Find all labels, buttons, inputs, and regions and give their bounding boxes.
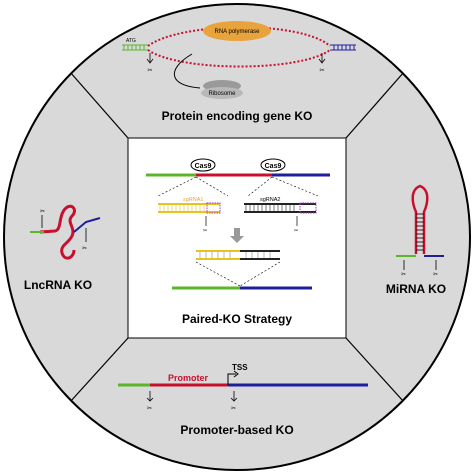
promoter-section: Promoter TSS ✂ ✂ Promoter-based KO	[118, 363, 368, 437]
lncrna-ko-title: LncRNA KO	[24, 278, 92, 292]
lncrna-structure	[39, 204, 76, 260]
lncrna-blue-segment	[73, 217, 101, 233]
cas9-left-label: Cas9	[195, 163, 212, 170]
zoom-lines-top	[157, 176, 319, 197]
cut-site-right: ✂	[318, 53, 326, 74]
cas9-left-icon	[190, 158, 216, 172]
svg-text:✂: ✂	[40, 209, 45, 215]
mirna-cut-left: ✂	[401, 260, 406, 278]
svg-text:✂: ✂	[147, 68, 152, 74]
dna-blue-right	[330, 44, 356, 51]
mirna-cut-right: ✂	[433, 260, 438, 278]
promoter-label: Promoter	[168, 373, 209, 383]
section-dividers	[69, 71, 405, 403]
tss-arrow	[227, 373, 236, 385]
dna-red-bottom-strand	[147, 49, 331, 68]
mirna-stem-pairs	[416, 213, 424, 251]
down-arrow-icon	[230, 228, 244, 243]
svg-text:✂: ✂	[231, 406, 236, 412]
sgrna1-label: sgRNA1	[183, 197, 203, 203]
tss-label: TSS	[232, 363, 248, 372]
cas9-right-icon	[260, 158, 286, 172]
lncrna-cut-left: ✂	[40, 209, 45, 228]
lncrna-section: ✂ ✂ LncRNA KO	[24, 204, 101, 292]
svg-text:✂: ✂	[82, 246, 87, 252]
mirna-ko-title: MiRNA KO	[386, 282, 446, 296]
joined-duplex	[196, 250, 280, 260]
dna-red-top-strand	[147, 26, 331, 47]
svg-text:✂: ✂	[203, 228, 207, 234]
zoom-lines-bottom	[195, 261, 281, 287]
ribosome-label: Ribosome	[208, 91, 236, 97]
atg-label: ATG	[126, 38, 136, 44]
cas9-right-label: Cas9	[265, 163, 282, 170]
rna-polymerase-icon	[203, 21, 271, 41]
sgrna1-duplex	[158, 202, 221, 214]
svg-text:✂: ✂	[433, 272, 438, 278]
svg-text:✂: ✂	[401, 272, 406, 278]
protein-ko-title: Protein encoding gene KO	[162, 109, 313, 123]
svg-text:✂: ✂	[294, 228, 298, 234]
cut-site-left: ✂	[146, 53, 154, 74]
promoter-ko-title: Promoter-based KO	[180, 423, 293, 437]
sgrna-cut-marks: ✂ ✂	[203, 216, 298, 234]
paired-ko-section: Cas9 Cas9 sgRNA1 sgRNA2	[146, 158, 330, 326]
dna-green-left	[122, 44, 148, 51]
svg-text:✂: ✂	[147, 406, 152, 412]
sgrna2-label: sgRNA2	[260, 197, 280, 203]
mirna-section: ✂ ✂ MiRNA KO	[386, 184, 446, 296]
svg-text:✂: ✂	[319, 68, 324, 74]
mrna-strand	[173, 53, 201, 89]
promoter-cut-left: ✂	[146, 391, 154, 412]
protein-encoding-section: RNA polymerase ATG Ribosome ✂ ✂ Protein …	[122, 21, 356, 123]
mirna-hairpin	[411, 184, 429, 254]
paired-ko-title: Paired-KO Strategy	[182, 312, 292, 326]
promoter-cut-right: ✂	[230, 391, 238, 412]
lncrna-cut-right: ✂	[82, 228, 87, 252]
ribosome-lower-icon	[201, 87, 243, 99]
rna-polymerase-label: RNA polymerase	[214, 29, 260, 35]
sgrna2-duplex	[244, 202, 317, 214]
tss-arrowhead	[233, 370, 239, 378]
